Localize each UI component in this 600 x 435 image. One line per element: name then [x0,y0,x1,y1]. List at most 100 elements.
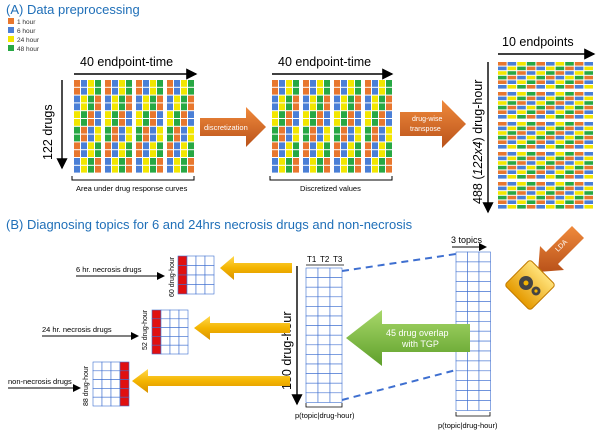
grid3-cell [555,145,565,149]
grid2-cell [365,150,371,157]
grid2-cell [334,119,340,126]
grid2-cell [348,103,354,111]
grid3-cell [584,96,593,101]
grid1-cell [81,165,87,173]
grid2-top-label: 40 endpoint-time [278,55,371,69]
mid-matrix-cell [305,373,319,384]
grid1-cell [119,111,125,118]
grid2-cell [286,126,292,134]
grid3-cell [546,195,555,200]
grid2-cell [272,119,278,126]
grid3-cell [498,110,507,114]
grid3-cell [546,115,555,119]
grid1-cell [150,111,156,118]
grid2-cell [293,103,299,111]
grid3-cell [584,145,593,149]
grid3-cell [565,75,574,80]
legend-swatch-1h [8,18,14,24]
grid2-cell [272,126,278,134]
grid2-cell [310,165,316,173]
grid3-cell [498,191,507,195]
grid3-cell [574,135,584,140]
grid1-cell [88,150,94,157]
topic-matrix-cell [478,291,491,302]
grid2-cell [341,150,347,157]
grid1-cell [119,95,125,103]
grid3-cell [546,66,555,71]
topic-matrix-cell [478,350,491,362]
grid2-cell [317,103,323,111]
grid1-cell [105,142,111,150]
grid3-cell [536,62,545,66]
grid3-cell [536,191,545,195]
grid3-cell [565,101,574,105]
mid-matrix-cell [305,306,319,317]
grid3-cell [584,152,593,156]
group2-matrix-cell [178,336,189,346]
grid2-cell [334,158,340,165]
grid1-cell [136,103,142,111]
grid1-cell [174,87,180,95]
grid3-cell [507,66,517,71]
grid3-cell [555,71,565,75]
mid-matrix-cell [305,267,319,278]
topic-matrix-cell [478,400,491,411]
grid1-cell [81,126,87,134]
group3-matrix-cell [101,379,112,389]
grid3-cell [526,71,536,75]
grid2-cell [365,134,371,142]
grid3-cell [498,165,507,170]
grid2-cell [272,103,278,111]
grid3-cell [565,195,574,200]
grid3-cell [517,66,526,71]
grid3-cell [507,140,517,144]
grid1-cell [174,126,180,134]
grid2-cell [334,95,340,103]
group1-matrix-cell [186,265,197,276]
grid3-cell [526,145,536,149]
grid2-cell [279,103,285,111]
grid3-cell [536,165,545,170]
grid3-cell [536,126,545,131]
group3-matrix-cell [119,379,130,389]
grid2-cell [372,126,378,134]
section-b-title: (B) Diagnosing topics for 6 and 24hrs ne… [6,217,413,232]
grid1-cell [112,158,118,165]
group2-matrix-cell [178,309,189,320]
grid2-cell [379,87,385,95]
grid1-cell [119,87,125,95]
grid3-cell [555,182,565,186]
grid1-cell [150,142,156,150]
topic-matrix-cell [455,370,468,381]
grid3-cell [574,182,584,186]
group1-matrix-cell [204,265,215,276]
grid1-cell [181,103,187,111]
grid1-cell [105,126,111,134]
grid3-cell [555,200,565,204]
grid1-cell [157,95,163,103]
mid-matrix-cell [329,363,343,374]
grid2-cell [341,111,347,118]
grid1-cell [105,103,111,111]
legend-label-6h: 6 hour [17,28,36,35]
grid1-cell [105,150,111,157]
topic-matrix-cell [467,400,480,411]
grid2-cell [279,165,285,173]
grid3-cell [507,191,517,195]
gold-arrow-6hr [220,256,292,280]
grid3-cell [507,165,517,170]
grid1-cell [95,158,101,165]
grid2-cell [341,80,347,87]
grid1-cell [126,87,132,95]
grid1-cell [188,165,194,173]
topic-matrix-cell [478,301,491,312]
grid2-cell [293,80,299,87]
grid1-cell [157,142,163,150]
grid3-cell [584,200,593,204]
grid3-cell [507,96,517,101]
grid2-cell [293,142,299,150]
grid3-cell [565,66,574,71]
grid1-cell [143,103,149,111]
grid2-cell [348,142,354,150]
grid1-cell [126,165,132,173]
